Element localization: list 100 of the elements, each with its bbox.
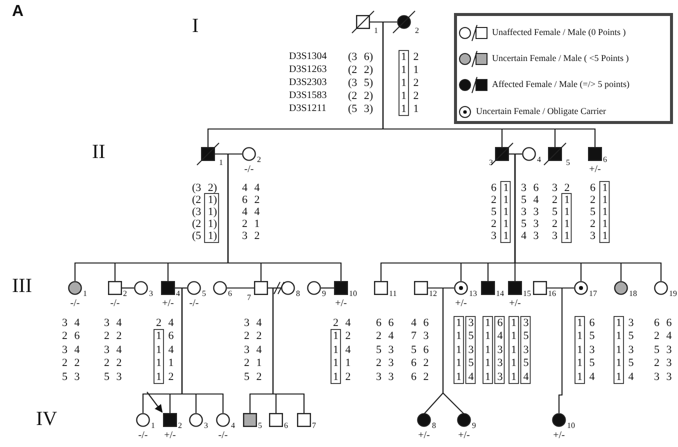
haplotype-row: 3 2 [552,182,570,194]
haplotype-row: 1 5 [456,358,474,368]
haplotype-row: 3 4 [62,344,80,356]
haplotype-row: 3 4 [244,344,262,356]
haplotype-row: 1 4 [456,372,474,382]
marker-name: D3S1583 [289,91,327,101]
marker-name: D3S1263 [289,65,327,75]
marker-name: D3S1304 [289,52,327,62]
individual-number: 14 [496,290,504,298]
haplotype-row: 1 3 [616,318,634,328]
proband-arrow [146,392,163,413]
individual-number: 17 [589,290,597,298]
genotype-label: +/- [553,431,565,441]
haplotype-row: 3 4 [62,318,80,328]
haplotype-row: 5 4 [521,194,539,206]
individual-number: 6 [228,290,232,298]
haplotype-row: 1 4 [156,344,174,356]
haplotype-row: 5 3 [521,218,539,230]
haplotype-row: 4 3 [521,230,539,242]
descent-line [175,287,224,413]
haplotype-row: (2 1) [192,218,218,230]
descent-line [370,21,596,147]
genotype-label: +/- [162,299,174,309]
haplotype-row: (5 1) [192,230,218,242]
haplotype-row: 2 3 [654,358,672,368]
genotype-label: +/- [455,299,467,309]
genotype-label: -/- [189,299,199,309]
mating-line [321,287,334,289]
haplotype-row: 6 2 [242,194,260,206]
haplotype-row: 1 5 [511,358,529,368]
haplotype-row: 1 5 [616,330,634,342]
haplotype-row: 2 4 [333,318,351,328]
marker-name: D3S1211 [289,104,326,114]
genotype-label: -/- [70,299,80,309]
haplotype-row: 5 3 [654,344,672,356]
haplotype-row: 1 3 [616,344,634,356]
haplotype-row: 4 4 [242,206,260,218]
individual-number: 8 [432,422,436,430]
haplotype-row: 2 1 [491,218,509,230]
haplotype-row: 2 1 [491,194,509,206]
genotype-label: -/- [244,165,254,175]
individual-number: 3 [489,159,493,167]
haplotype-row: 1 3 [485,372,503,382]
haplotype-row: 2 2 [62,358,80,368]
individual-number: 4 [231,422,235,430]
legend-text: Unaffected Female / Male (0 Points ) [492,28,626,37]
haplotype-row: (2 1) [192,194,218,206]
haplotype-row: 1 3 [456,344,474,356]
individual-number: 15 [523,290,531,298]
haplotype-row: 5 1 [552,206,570,218]
individual-number: 9 [472,422,476,430]
haplotype-row: 1 5 [616,358,634,368]
haplotype-row: 1 4 [333,344,351,356]
haplotype-row: 2 1 [552,194,570,206]
generation-numeral: II [92,142,106,162]
haplotype-row: (5 3) [348,104,374,114]
haplotype-row: 5 6 [411,344,429,356]
individual-number: 9 [322,290,326,298]
haplotype-row: 1 1 [401,104,419,114]
haplotype-row: 1 2 [333,372,351,382]
haplotype-row: 2 2 [244,330,262,342]
haplotype-row: 6 2 [411,372,429,382]
genotype-label: +/- [589,165,601,175]
haplotype-row: (2 2) [348,90,374,102]
haplotype-row: 2 1 [590,194,608,206]
haplotype-row: 3 3 [376,372,394,382]
individual-number: 3 [149,290,153,298]
haplotype-row: (3 6) [348,52,374,62]
legend-text: Affected Female / Male (=/> 5 points) [492,80,630,89]
individual-number: 11 [389,290,397,298]
haplotype-row: 1 3 [485,344,503,356]
descent-line [509,153,662,281]
haplotype-row: 2 4 [654,330,672,342]
individual-number: 10 [349,290,357,298]
descent-line [547,287,563,413]
haplotype-row: 6 1 [491,182,509,194]
haplotype-row: 5 3 [62,372,80,382]
individual-number: 2 [415,27,419,35]
descent-line [428,287,464,414]
haplotype-row: 3 4 [104,344,122,356]
haplotype-row: 1 5 [511,330,529,342]
haplotype-row: 2 2 [104,358,122,368]
marker-name: D3S2303 [289,78,327,88]
haplotype-row: 3 3 [521,206,539,218]
haplotype-row: 2 4 [156,318,174,328]
haplotype-row: 5 2 [244,372,262,382]
individual-number: 1 [374,27,378,35]
haplotype-row: 1 5 [456,330,474,342]
individual-number: 12 [429,290,437,298]
individual-number: 2 [257,156,261,164]
haplotype-row: 1 2 [401,90,419,102]
individual-number: 13 [469,290,477,298]
haplotype-row: 1 4 [577,372,595,382]
individual-number: 7 [312,422,316,430]
genotype-label: -/- [138,431,148,441]
haplotype-row: 1 2 [156,372,174,382]
haplotype-row: 1 1 [401,64,419,76]
individual-number: 8 [296,290,300,298]
haplotype-row: 1 2 [333,330,351,342]
haplotype-row: 3 4 [244,318,262,328]
